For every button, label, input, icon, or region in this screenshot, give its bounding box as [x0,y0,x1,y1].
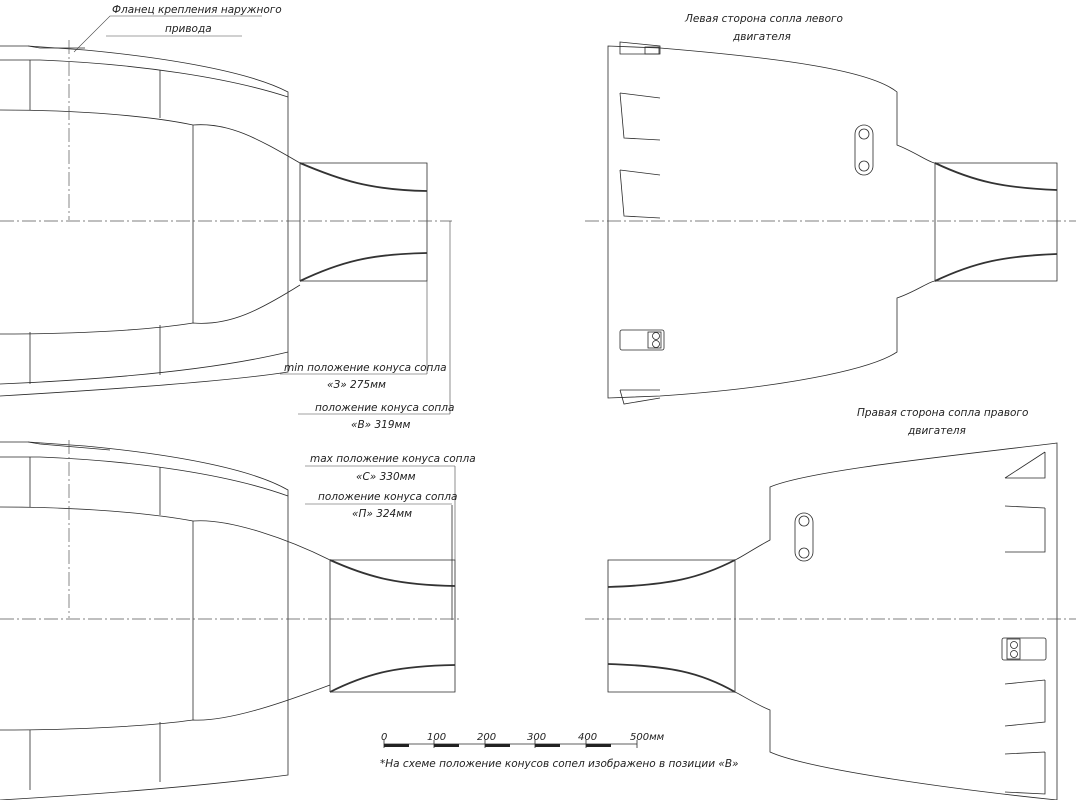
scale-tick-300: 300 [527,732,546,743]
v-position-line1: положение конуса сопла [315,402,454,414]
flange-label-line2: привода [165,23,212,35]
min-position-line2: «З» 275мм [327,379,386,391]
bottom-right-nozzle-view: Правая сторона сопла правого двигателя [585,407,1076,800]
right-side-title-line1: Правая сторона сопла правого [857,407,1028,419]
scale-tick-200: 200 [477,732,496,743]
scale-tick-0: 0 [381,732,387,743]
scale-tick-400: 400 [578,732,597,743]
footnote: *На схеме положение конусов сопел изобра… [380,758,739,770]
min-position-line1: min положение конуса сопла [284,362,447,374]
scale-tick-100: 100 [427,732,446,743]
scale-bar: 0 100 200 300 400 500мм [381,732,665,748]
p-position-line1: положение конуса сопла [318,491,457,503]
scale-segment [384,744,409,747]
p-position-line2: «П» 324мм [352,508,412,520]
scale-segment [535,744,560,747]
max-position-line2: «С» 330мм [356,471,416,483]
scale-tick-500: 500мм [630,732,665,743]
bottom-left-engine-view: max положение конуса сопла «С» 330мм пол… [0,440,476,800]
scale-segment [434,744,459,747]
left-side-title-line1: Левая сторона сопла левого [684,13,843,25]
scale-segment [485,744,510,747]
top-right-nozzle-view: Левая сторона сопла левого двигателя [585,13,1076,405]
max-position-line1: max положение конуса сопла [310,453,476,465]
top-left-engine-view: Фланец крепления наружного привода min п… [0,4,454,431]
left-side-title-line2: двигателя [732,31,791,43]
right-side-title-line2: двигателя [907,425,966,437]
flange-label-line1: Фланец крепления наружного [112,4,282,16]
scale-segment [586,744,611,747]
v-position-line2: «В» 319мм [351,419,410,431]
